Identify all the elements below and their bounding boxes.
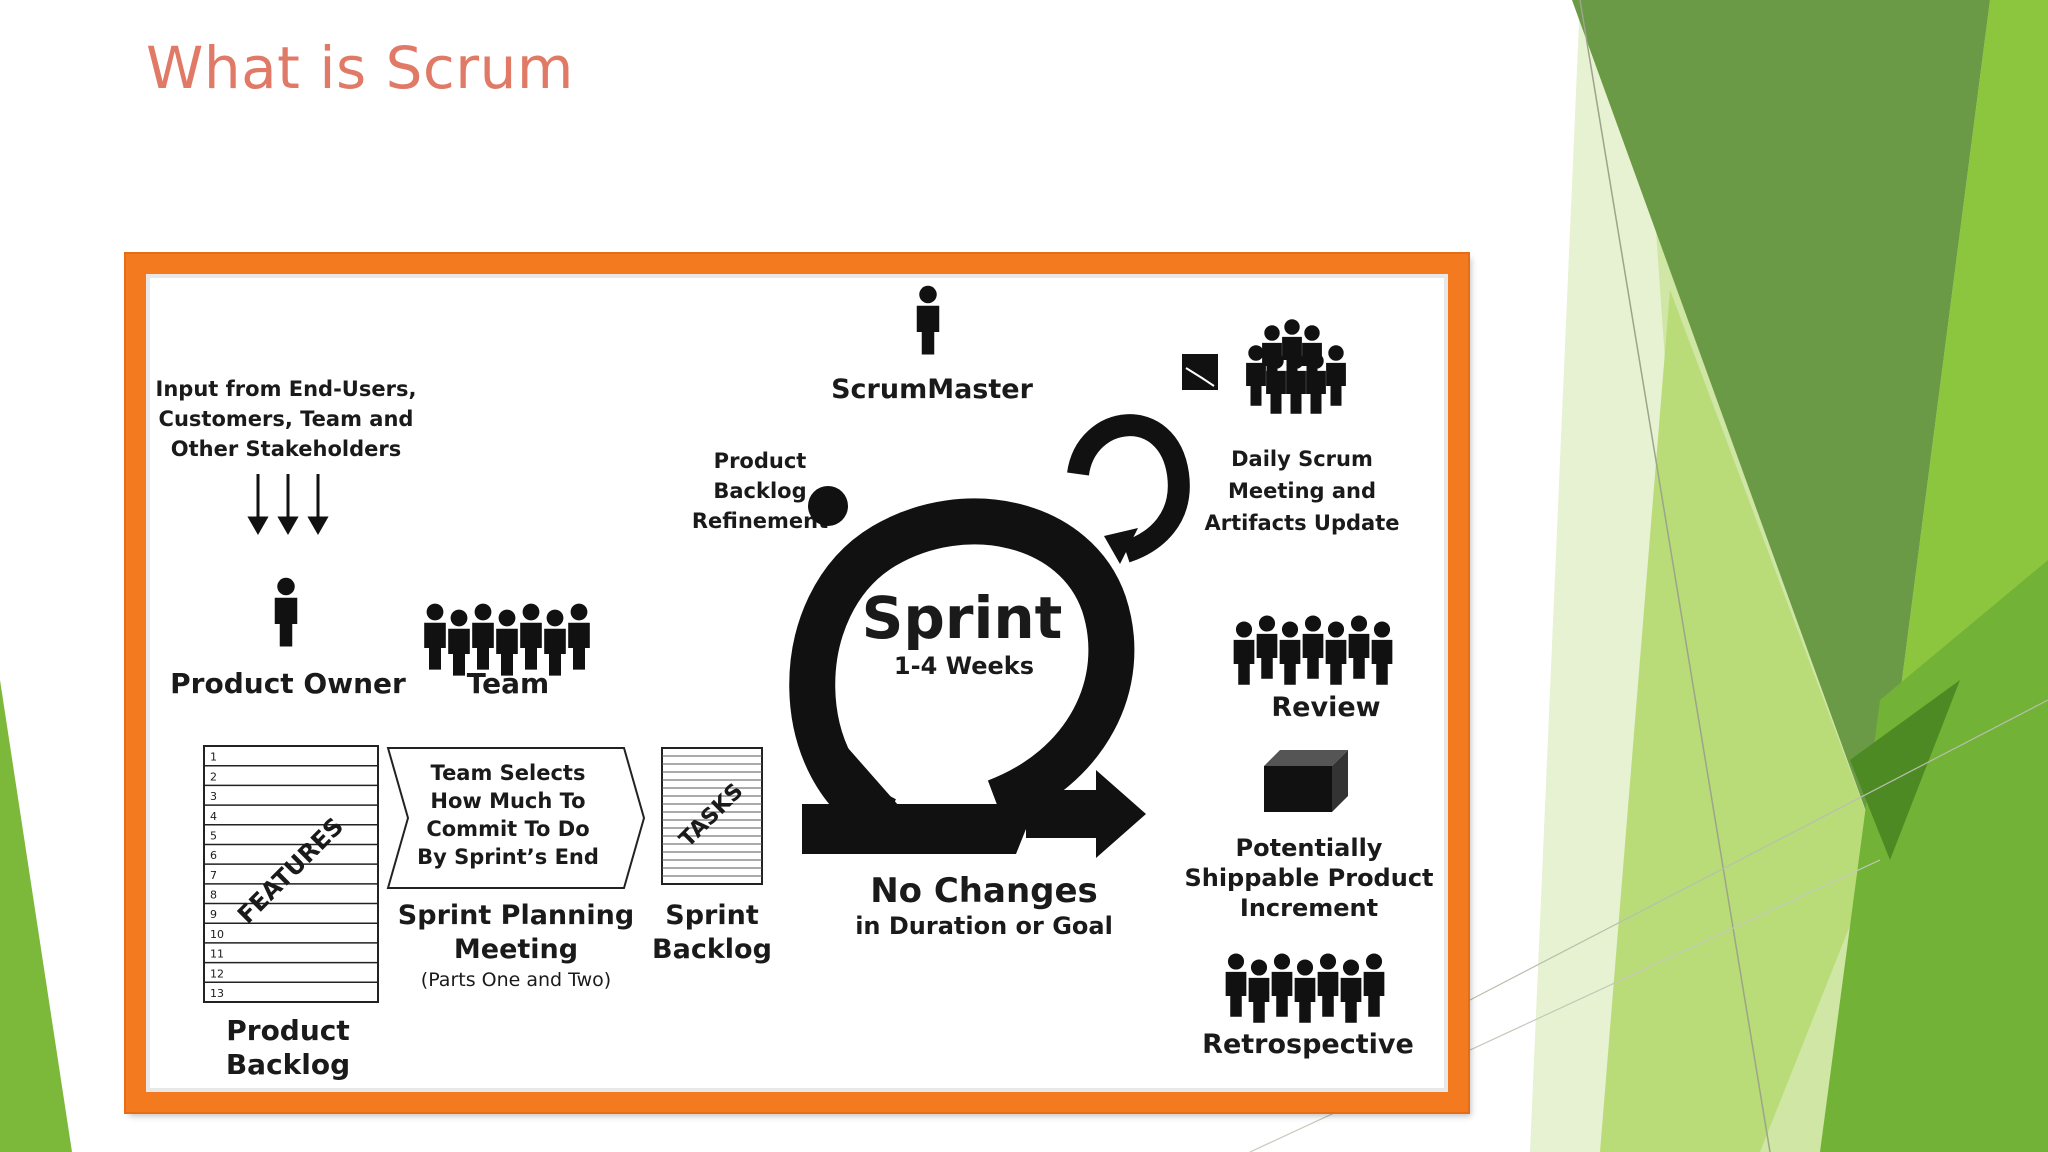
increment-line-2: Shippable Product [1184,864,1433,892]
sprint-backlog-line-2: Backlog [652,934,772,965]
daily-scrum-icon [1182,319,1346,414]
backlog-row-number: 12 [210,967,224,980]
scrum-master-person-icon [916,285,940,355]
daily-scrum-line-3: Artifacts Update [1204,511,1399,535]
refinement-line-1: Product [714,449,807,473]
product-owner-person-icon [274,577,298,647]
team-selects-line-3: Commit To Do [426,817,589,841]
frame-inner-border [146,274,1448,1092]
sprint-backlog-list [661,747,763,885]
backlog-row-number: 5 [210,829,217,842]
input-label-line-1: Input from End-Users, [156,377,417,401]
sprint-planning-line-1: Sprint Planning [398,900,634,931]
sprint-backlog-line-1: Sprint [665,900,759,931]
left-green-sliver [0,680,72,1152]
backlog-row-number: 3 [210,790,217,803]
product-backlog-line-1: Product [226,1014,350,1047]
sprint-duration-label: 1-4 Weeks [894,652,1034,680]
product-increment-box-icon [1264,750,1348,812]
product-backlog-line-2: Backlog [226,1048,350,1081]
backlog-row-number: 2 [210,770,217,783]
backlog-row-number: 13 [210,987,224,1000]
sprint-label: Sprint [862,584,1063,652]
scrum-process-diagram: Input from End-Users, Customers, Team an… [156,285,1434,1081]
backlog-row-number: 11 [210,948,224,961]
sprint-planning-line-2: Meeting [454,934,578,965]
backlog-row-number: 7 [210,869,217,882]
no-changes-label: No Changes [870,871,1098,911]
review-people-icon [1233,615,1393,685]
input-label-line-3: Other Stakeholders [171,437,401,461]
refinement-line-3: Refinement [692,509,828,533]
daily-loop-arrow-icon [1067,414,1190,564]
backlog-row-number: 8 [210,889,217,902]
scrum-diagram-frame: Input from End-Users, Customers, Team an… [126,254,1468,1112]
decor-line-2 [1469,699,2048,1001]
dark-green-facet [1820,560,2048,1152]
daily-scrum-line-1: Daily Scrum [1231,447,1373,471]
backlog-row-number: 6 [210,849,217,862]
review-label: Review [1271,692,1380,723]
decor-line-1 [1579,0,1771,1152]
team-selects-chevron [386,747,646,889]
increment-line-3: Increment [1240,894,1378,922]
team-selects-line-4: By Sprint’s End [417,845,599,869]
no-changes-sub: in Duration or Goal [855,912,1113,940]
team-label: Team [467,667,549,700]
daily-scrum-line-2: Meeting and [1228,479,1376,503]
team-selects-line-1: Team Selects [431,761,586,785]
sprint-planning-sub: (Parts One and Two) [421,969,611,991]
light-lime-facet [1600,290,1880,1152]
output-arrow-icon [802,770,1146,858]
refinement-line-2: Backlog [713,479,806,503]
mid-green-facet [1572,0,1990,850]
product-owner-label: Product Owner [170,667,406,700]
deep-green-facet [1850,680,1960,860]
scrum-master-label: ScrumMaster [831,374,1033,405]
backlog-row-number: 10 [210,928,224,941]
input-label-line-2: Customers, Team and [159,407,414,431]
backlog-row-number: 4 [210,810,217,823]
input-down-arrows [247,474,329,536]
backlog-row-number: 9 [210,908,217,921]
team-selects-line-2: How Much To [430,789,585,813]
increment-line-1: Potentially [1236,834,1383,862]
slide-title: What is Scrum [146,34,574,102]
retrospective-label: Retrospective [1202,1029,1414,1060]
backlog-row-number: 1 [210,751,217,764]
retrospective-people-icon [1225,953,1385,1023]
team-people-icon [424,603,590,676]
